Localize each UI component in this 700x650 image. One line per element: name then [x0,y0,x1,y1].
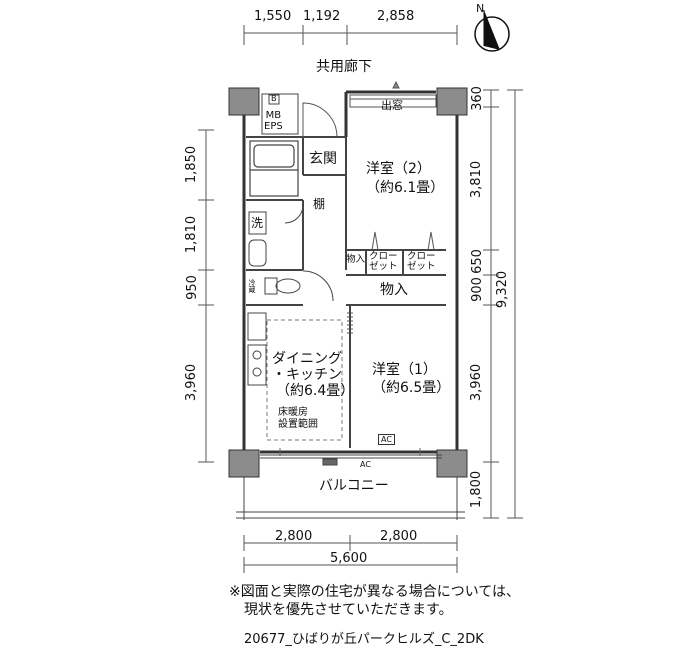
entrance-label: 玄関 [309,151,337,167]
compass-north-label: N [476,2,485,15]
dk-name-2: ・キッチン [272,367,342,383]
plan-caption: 20677_ひばりが丘パークヒルズ_C_2DK [244,632,484,647]
shelf-label: 棚 [313,197,326,211]
dim-left-3: 950 [184,275,200,300]
dim-bottom-total: 5,600 [330,551,368,566]
dim-right-5: 3,960 [469,363,485,402]
note-line-1: ※図面と実際の住宅が異なる場合については、 [229,584,521,600]
mb-eps-label: MB EPS [264,110,283,132]
note-line-2: 現状を優先させていただきます。 [244,602,453,618]
dim-right-total: 9,320 [495,270,511,309]
room1-name: 洋室（1） [372,362,437,378]
dim-right-3: 650 [469,249,485,274]
compass-icon [474,10,510,52]
room2-size: （約6.1畳） [366,180,445,196]
ac-label-1: AC [378,434,395,445]
dim-right-1: 360 [469,86,485,111]
mb-box-label: B [271,94,277,103]
dim-right-4: 900 [469,277,485,302]
dim-bottom-2: 2,800 [380,529,418,544]
refrigerator-label: 冷蔵 [248,279,256,293]
dim-top-1: 1,550 [254,9,292,24]
closet-a-label: クロー ゼット [369,251,398,272]
washroom-label: 洗 [251,216,264,230]
dim-right-2: 3,810 [469,160,485,199]
closet-b-label: クロー ゼット [407,251,436,272]
bay-window-label: 出窓 [381,99,403,112]
dk-size: （約6.4畳） [276,383,355,399]
floor-heating-label: 床暖房 設置範囲 [278,407,318,430]
ac-label-2: AC [360,460,371,469]
balcony-label: バルコニー [319,478,389,494]
dim-right-6: 1,800 [469,470,485,509]
room1-size: （約6.5畳） [372,380,451,396]
room2-name: 洋室（2） [366,161,431,177]
dim-left-1: 1,850 [184,145,200,184]
dim-bottom-1: 2,800 [275,529,313,544]
dim-left-4: 3,960 [184,363,200,402]
dim-top-3: 2,858 [377,9,415,24]
dk-name-1: ダイニング [272,351,342,367]
dim-left-2: 1,810 [184,215,200,254]
corridor-label: 共用廊下 [316,59,372,75]
storage-label: 物入 [380,282,408,298]
storage-small-label: 物入 [346,254,366,265]
dim-top-2: 1,192 [303,9,341,24]
